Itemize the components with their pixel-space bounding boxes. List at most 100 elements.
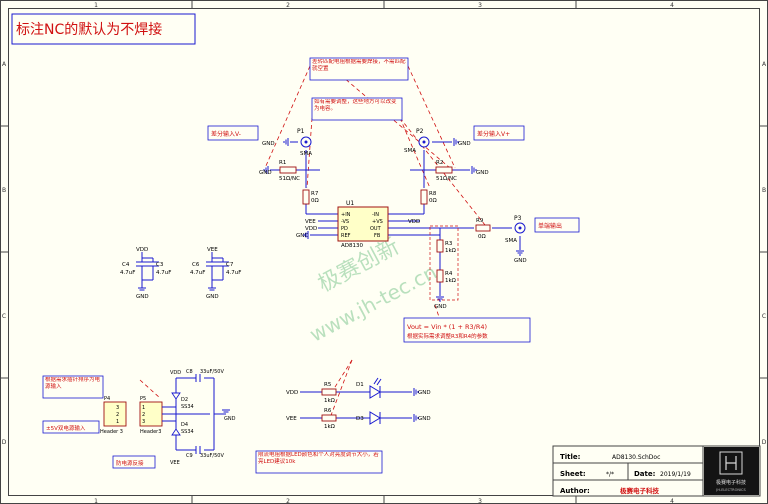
r7-ref: R7: [311, 191, 319, 197]
resistor-r4: [436, 269, 444, 283]
svg-text:2: 2: [116, 412, 119, 418]
note-left-in-box: [207, 125, 259, 141]
svg-text:4.7uF: 4.7uF: [226, 270, 241, 276]
resistor-r6: [321, 414, 337, 422]
svg-text:4.7uF: 4.7uF: [120, 270, 135, 276]
decoupling-caps: VDD C4 4.7uF C3 4.7uF GND VEE C6 4.7uF C…: [120, 247, 241, 300]
svg-text:C3: C3: [156, 262, 164, 268]
p2-val: SMA: [404, 148, 416, 154]
sheet-value: */*: [606, 471, 614, 478]
r9-ref: R9: [476, 218, 484, 224]
svg-text:R6: R6: [324, 408, 332, 414]
svg-text:SS34: SS34: [181, 429, 194, 435]
ic-u1[interactable]: U1 AD8130 +IN -VS PD REF -IN +VS OUT FB: [337, 200, 389, 249]
resistor-r2: [435, 166, 453, 174]
row-label: B: [762, 187, 766, 194]
p3-val: SMA: [505, 238, 517, 244]
svg-text:FB: FB: [374, 233, 381, 239]
p1-ref: P1: [297, 128, 305, 135]
note-output-box: [534, 217, 580, 233]
title-value: AD8130.SchDoc: [612, 454, 660, 461]
note-led-box: [255, 450, 383, 474]
wires-amplifier: [270, 141, 521, 296]
svg-text:GND: GND: [206, 294, 219, 300]
note-led: 限流电阻根据LED颜色和个人对亮度调节大小，若亮LED建议10k: [258, 452, 379, 465]
company-logo: [704, 447, 759, 495]
ground-symbols-amp: [263, 138, 524, 302]
p1-val: SMA: [300, 151, 312, 157]
note-left-in: 差分输入V-: [211, 130, 241, 138]
date-value: 2019/1/19: [660, 471, 691, 478]
author-label: Author:: [560, 487, 590, 495]
svg-text:P5: P5: [140, 396, 146, 402]
svg-text:VEE: VEE: [207, 247, 218, 253]
led-section: VDD VEE R5 1kΩ R6 1kΩ D1 D3 GND GND: [286, 377, 431, 430]
svg-text:C4: C4: [122, 262, 130, 268]
led-d1: [369, 385, 381, 399]
svg-text:1kΩ: 1kΩ: [324, 398, 335, 404]
svg-text:4.7uF: 4.7uF: [156, 270, 171, 276]
svg-text:C6: C6: [192, 262, 200, 268]
title-block: Title: AD8130.SchDoc Sheet: */* Date: 20…: [552, 445, 761, 497]
svg-text:2: 2: [142, 412, 145, 418]
p2-ref: P2: [416, 128, 424, 135]
note-power-pm5-box: [42, 420, 100, 434]
note-adjust-box: [311, 97, 403, 121]
connector-p2[interactable]: P2 SMA: [404, 128, 430, 154]
svg-text:Header 3: Header 3: [100, 429, 123, 435]
r1-ref: R1: [279, 160, 286, 166]
resistors-amplifier: [279, 166, 491, 283]
svg-text:GND: GND: [259, 170, 272, 176]
power-input: P4 Header 3 P5 Header3 321 123: [100, 369, 236, 466]
r4-val: 1kΩ: [445, 278, 456, 284]
led-d3: [369, 411, 381, 425]
svg-text:PD: PD: [341, 226, 348, 232]
header-note: 标注NC的默认为不焊接: [16, 21, 162, 38]
svg-text:D3: D3: [356, 416, 364, 422]
logo-mark: [719, 451, 743, 475]
title-label: Title:: [560, 453, 581, 461]
col-label: 2: [286, 498, 290, 504]
note-formula-box: [403, 317, 531, 343]
resistor-r7: [302, 189, 310, 205]
note-right-in: 差分输入V+: [477, 130, 510, 138]
logo-sub: JH-ELECTRONICS: [715, 488, 746, 492]
logo-text: 极赛电子科技: [716, 479, 746, 486]
row-label: A: [2, 61, 7, 68]
svg-text:VDD: VDD: [305, 226, 317, 232]
svg-text:REF: REF: [341, 233, 351, 239]
connector-p1[interactable]: P1 SMA: [297, 128, 312, 157]
u1-ref: U1: [346, 200, 354, 207]
resistor-r3: [436, 239, 444, 253]
sheet-label: Sheet:: [560, 470, 586, 478]
svg-text:1kΩ: 1kΩ: [324, 424, 335, 430]
svg-text:-IN: -IN: [372, 212, 379, 218]
svg-text:P4: P4: [104, 396, 110, 402]
note-power-header-box: [42, 375, 104, 399]
col-label: 3: [478, 2, 482, 9]
r4-ref: R4: [445, 271, 453, 277]
svg-text:GND: GND: [514, 258, 527, 264]
row-label: C: [762, 313, 766, 320]
note-power-pm5: ±5V双电源输入: [46, 424, 86, 432]
u1-power-labels: VEE VDD GND VDD: [296, 219, 420, 239]
u1-val: AD8130: [341, 243, 363, 249]
r2-val: 51Ω/NC: [436, 176, 457, 182]
row-label: B: [2, 187, 6, 194]
svg-text:VDD: VDD: [408, 219, 420, 225]
note-adjust: 如有需要调整，这些地方可以改变为电容。: [314, 99, 397, 112]
col-label: 4: [670, 498, 674, 504]
date-label: Date:: [634, 470, 656, 478]
connector-p3[interactable]: P3 SMA: [505, 215, 526, 244]
svg-text:SS34: SS34: [181, 404, 194, 410]
svg-text:VEE: VEE: [286, 416, 297, 422]
col-label: 1: [94, 2, 98, 9]
col-label: 4: [670, 2, 674, 9]
col-label: 1: [94, 498, 98, 504]
svg-text:GND: GND: [434, 304, 447, 310]
resistor-r5: [321, 388, 337, 396]
col-label: 3: [478, 498, 482, 504]
sheet-inner-border: [8, 8, 760, 496]
